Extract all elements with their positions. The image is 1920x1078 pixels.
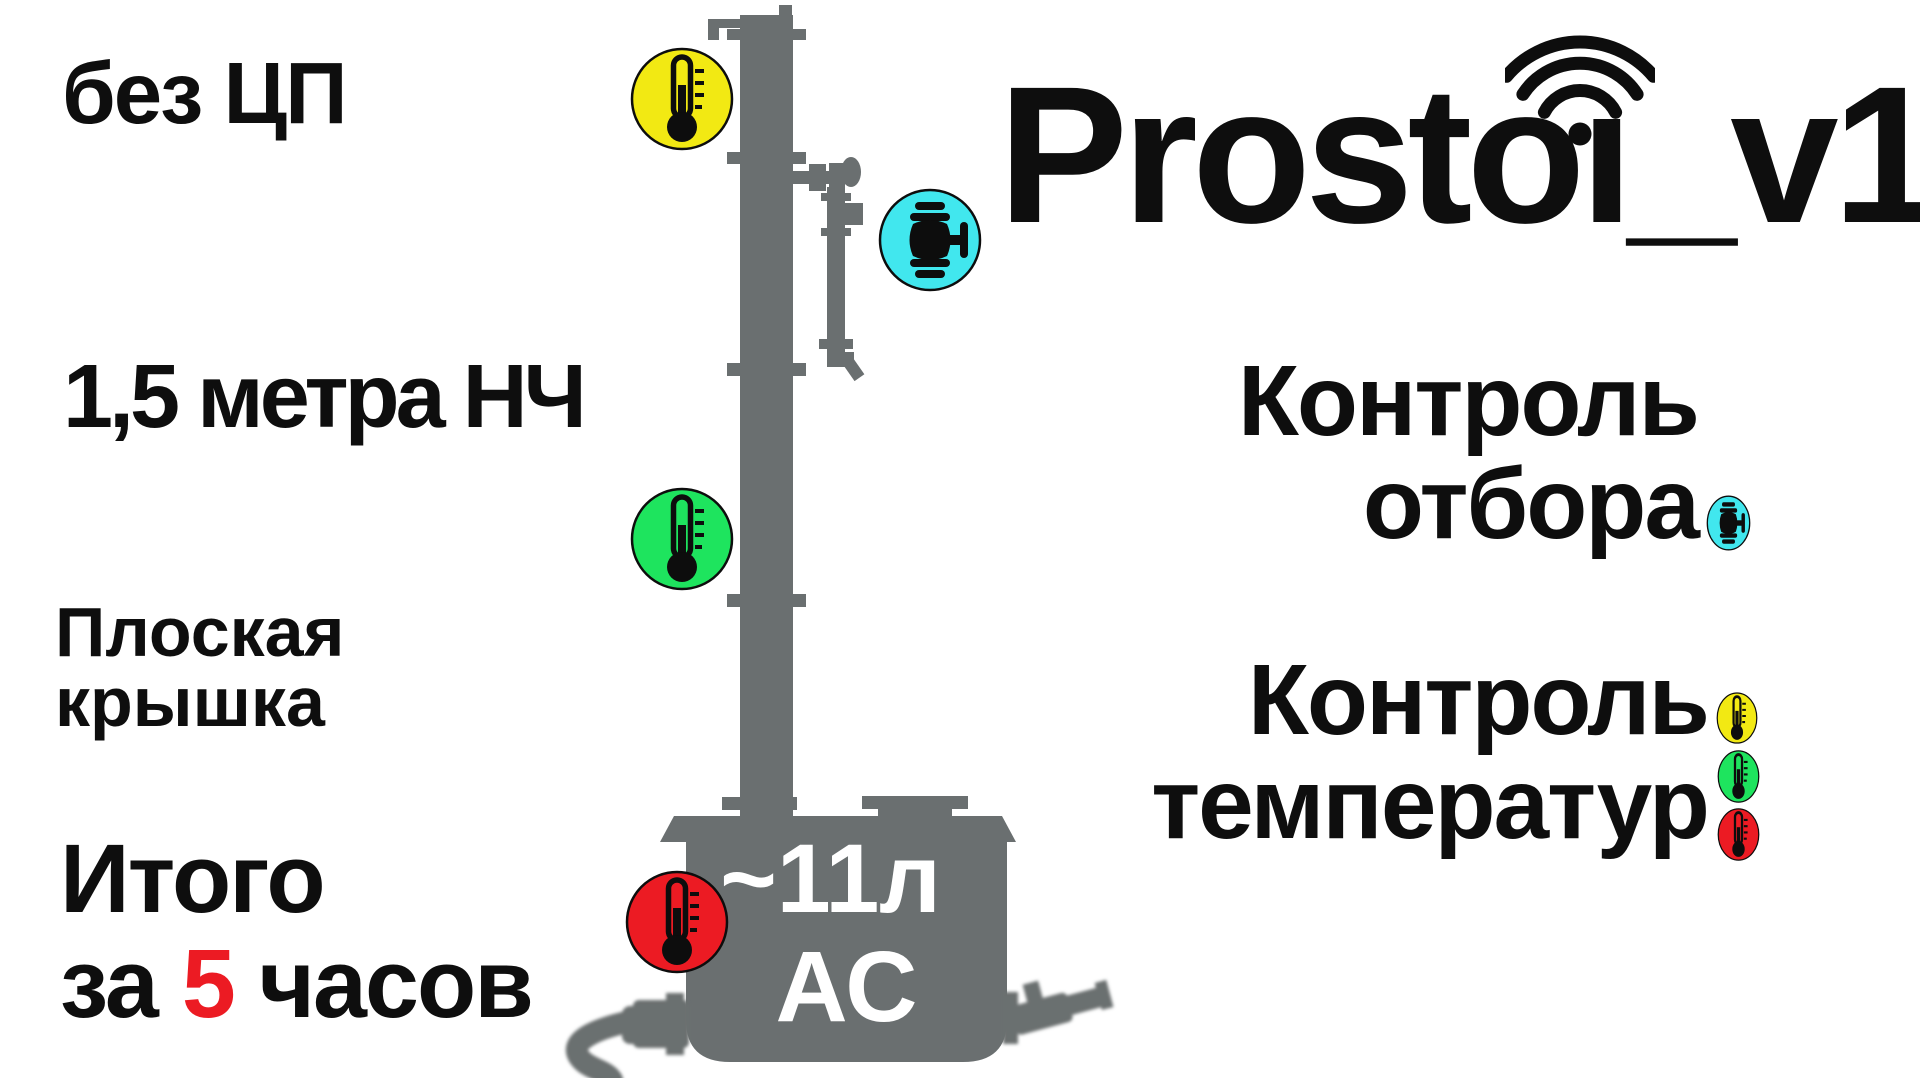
thermometer-bottom-icon [625,870,729,974]
vent-elbow [708,19,745,40]
takeoff-valve-icon [878,188,982,292]
column-body [740,15,793,820]
label-flat-lid-line2: крышка [55,663,325,741]
brand-logo: Prostoı_v1 [998,46,1920,264]
mini-valve-icon [1706,495,1751,551]
needle-valve-knob [841,157,861,187]
lid-port-cap [862,796,968,809]
lid-port-neck [878,807,952,818]
feature-temps-line1: Контроль [1247,644,1710,756]
feature-selection-line1: Контроль [1237,345,1700,457]
feature-temperature-control: Контроль температур [1151,644,1710,860]
mini-thermometer-red-icon [1717,808,1760,861]
cooler-flange-mid [821,228,851,236]
takeoff-assembly [793,157,865,382]
label-flat-lid-line1: Плоская [55,593,345,671]
heater-tab-bottom [666,1046,684,1055]
tank-bottom-fittings [565,979,1114,1078]
heater-tab-top [666,993,684,1002]
outlet-spout [839,352,865,382]
heater-cable [565,1007,659,1078]
label-total-line1: Итого [60,824,326,933]
feature-selection-line2: отбора [1362,448,1700,560]
label-column-height: 1,5 метра НЧ [63,347,587,447]
clamp-flange-1 [727,29,806,40]
tank-volume-line2: АС [775,931,918,1043]
cooler-flange-top [821,193,851,201]
tank-volume-line1: ~11л [720,824,941,933]
clamp-flange-3 [727,363,806,376]
clamp-flange-4 [727,594,806,607]
feature-selection-control: Контроль отбора [1237,345,1700,560]
cooler-flange-bottom [819,339,853,349]
label-no-tsp: без ЦП [62,45,348,142]
cooler-water-stub [845,203,863,225]
drain-valve [1011,979,1114,1035]
takeoff-union [809,164,826,191]
clamp-flange-2 [727,152,806,164]
drain-clamp [1003,992,1018,1044]
boiler-tank [660,796,1016,1062]
distillation-column [708,5,806,820]
label-total: Итого за 5 часов [60,824,534,1038]
tank-body [686,828,1007,1062]
needle-valve-body [829,163,845,191]
label-flat-lid: Плоская крышка [55,597,344,737]
total-hours-value: 5 [181,928,236,1038]
thermometer-middle-icon [630,487,734,591]
thermometer-top-icon [630,47,734,151]
mini-thermometer-yellow-icon [1716,692,1758,744]
mini-thermometer-green-icon [1717,750,1760,803]
label-total-line2: за 5 часов [60,928,534,1038]
feature-temps-line2: температур [1151,748,1710,860]
wifi-icon [1505,35,1655,146]
clamp-flange-5 [722,797,797,810]
